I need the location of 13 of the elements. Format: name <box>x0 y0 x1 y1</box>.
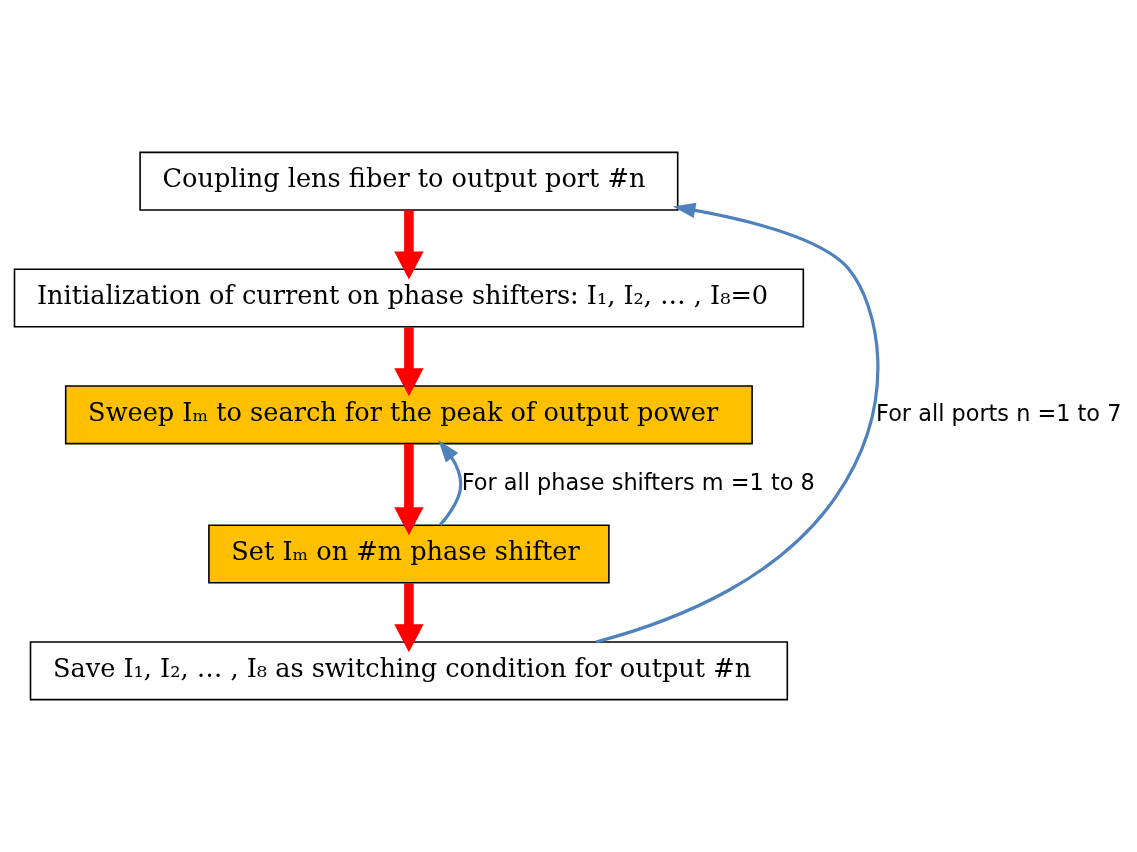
arrow <box>595 202 880 644</box>
node-box: Set Iₘ on #m phase shifter <box>208 524 610 584</box>
node-box: Save I₁, I₂, … , I₈ as switching condition for output #n <box>29 641 789 701</box>
arrow <box>394 210 424 280</box>
arrow <box>394 327 424 397</box>
edge-label: For all ports n =1 to 7 <box>876 399 1122 426</box>
node-box: Sweep Iₘ to search for the peak of output power <box>64 385 753 445</box>
arrow <box>394 583 424 653</box>
arrow <box>394 443 424 536</box>
arrow <box>438 440 463 526</box>
node-box: Initialization of current on phase shifters: I₁, I₂, … , I₈=0 <box>13 268 805 328</box>
edge-label: For all phase shifters m =1 to 8 <box>461 469 815 496</box>
node-box: Coupling lens fiber to output port #n <box>139 151 679 211</box>
